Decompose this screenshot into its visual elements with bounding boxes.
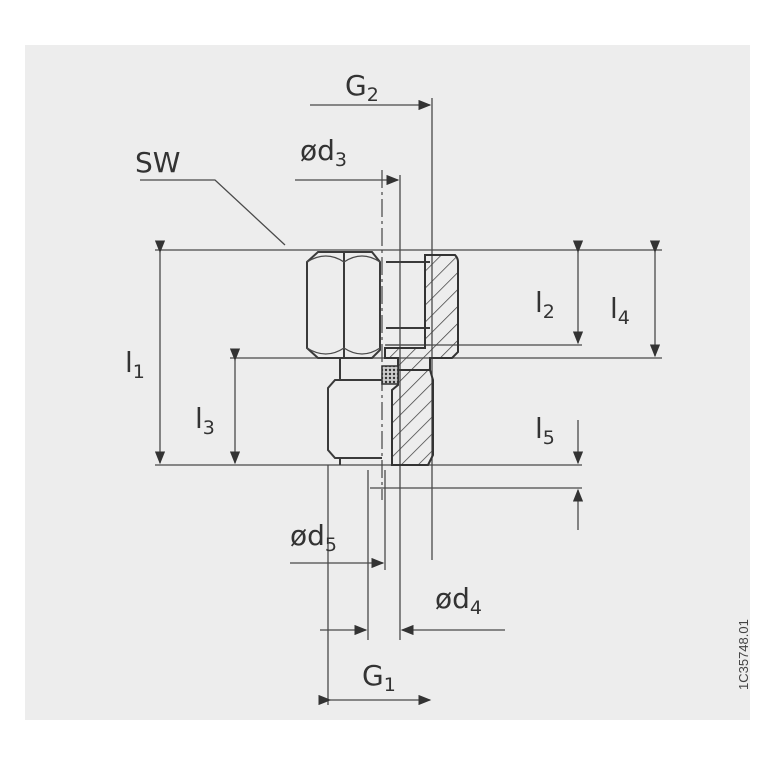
label-g1: G1 xyxy=(362,659,396,696)
label-d4: ød4 xyxy=(435,582,482,619)
label-g2: G2 xyxy=(345,69,379,106)
dimension-lines xyxy=(140,99,661,706)
label-l5: l5 xyxy=(535,412,555,449)
seal-ring xyxy=(381,365,399,385)
drawing-code: 1C35748.01 xyxy=(736,619,751,690)
hex-nut xyxy=(306,251,381,359)
label-sw: SW xyxy=(135,146,180,179)
lower-spigot xyxy=(327,358,382,465)
body-section-lower xyxy=(391,369,434,466)
label-l3: l3 xyxy=(195,402,215,439)
body-section-upper xyxy=(384,254,459,371)
label-l4: l4 xyxy=(610,292,630,329)
label-l1: l1 xyxy=(125,346,145,383)
label-l2: l2 xyxy=(535,286,555,323)
label-d3: ød3 xyxy=(300,134,347,171)
label-d5: ød5 xyxy=(290,519,337,556)
internal-thread xyxy=(386,261,430,346)
